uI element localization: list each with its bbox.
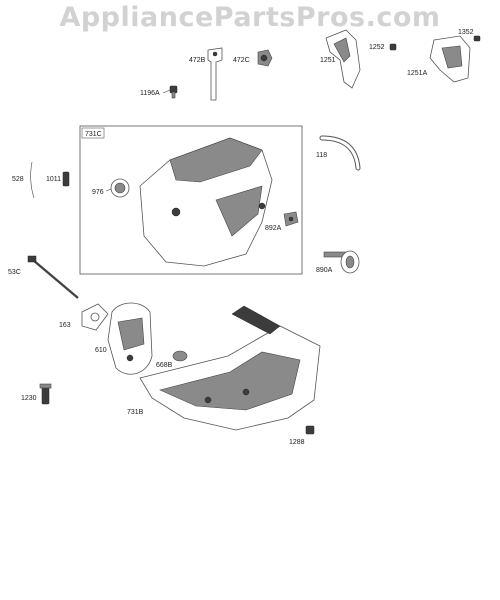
- part-731b[interactable]: [139, 305, 321, 431]
- part-1196a[interactable]: [169, 85, 178, 99]
- part-610[interactable]: [107, 302, 153, 375]
- label-976: 976: [92, 189, 104, 196]
- part-163[interactable]: [81, 303, 109, 331]
- label-1196a: 1196A: [140, 90, 160, 97]
- label-53c: 53C: [8, 269, 21, 276]
- part-976[interactable]: [110, 178, 130, 198]
- box-731c-tag: [81, 127, 105, 139]
- part-472b[interactable]: [207, 47, 223, 101]
- label-528: 528: [12, 176, 24, 183]
- part-118[interactable]: [319, 135, 361, 171]
- watermark: AppliancePartsPros.com: [59, 2, 441, 33]
- label-472b: 472B: [189, 57, 206, 64]
- part-528[interactable]: [30, 161, 35, 199]
- part-1252[interactable]: [389, 43, 397, 51]
- part-668b[interactable]: [172, 350, 188, 362]
- label-731c: 731C: [85, 131, 102, 138]
- part-1352[interactable]: [473, 35, 481, 42]
- box-731c: [79, 125, 303, 275]
- label-1288: 1288: [289, 439, 305, 446]
- part-1288[interactable]: [305, 425, 315, 435]
- label-1352: 1352: [458, 29, 474, 36]
- label-731b: 731B: [127, 409, 144, 416]
- label-1011: 1011: [46, 176, 61, 183]
- part-1251[interactable]: [325, 29, 361, 89]
- part-892a[interactable]: [283, 211, 299, 227]
- label-1251: 1251: [320, 57, 336, 64]
- label-118: 118: [316, 152, 327, 159]
- label-892a: 892A: [265, 225, 282, 232]
- label-668b: 668B: [156, 362, 173, 369]
- label-163: 163: [59, 322, 71, 329]
- label-610: 610: [95, 347, 107, 354]
- part-1230[interactable]: [39, 383, 52, 405]
- part-890a[interactable]: [323, 250, 360, 274]
- part-472c[interactable]: [257, 49, 273, 67]
- label-890a: 890A: [316, 267, 333, 274]
- label-1252: 1252: [369, 44, 385, 51]
- part-1011[interactable]: [62, 171, 70, 187]
- part-1251a[interactable]: [429, 35, 471, 83]
- label-472c: 472C: [233, 57, 250, 64]
- part-53c[interactable]: [27, 255, 79, 299]
- part-731c[interactable]: [139, 137, 273, 267]
- label-1230: 1230: [21, 395, 37, 402]
- label-1251a: 1251A: [407, 70, 428, 77]
